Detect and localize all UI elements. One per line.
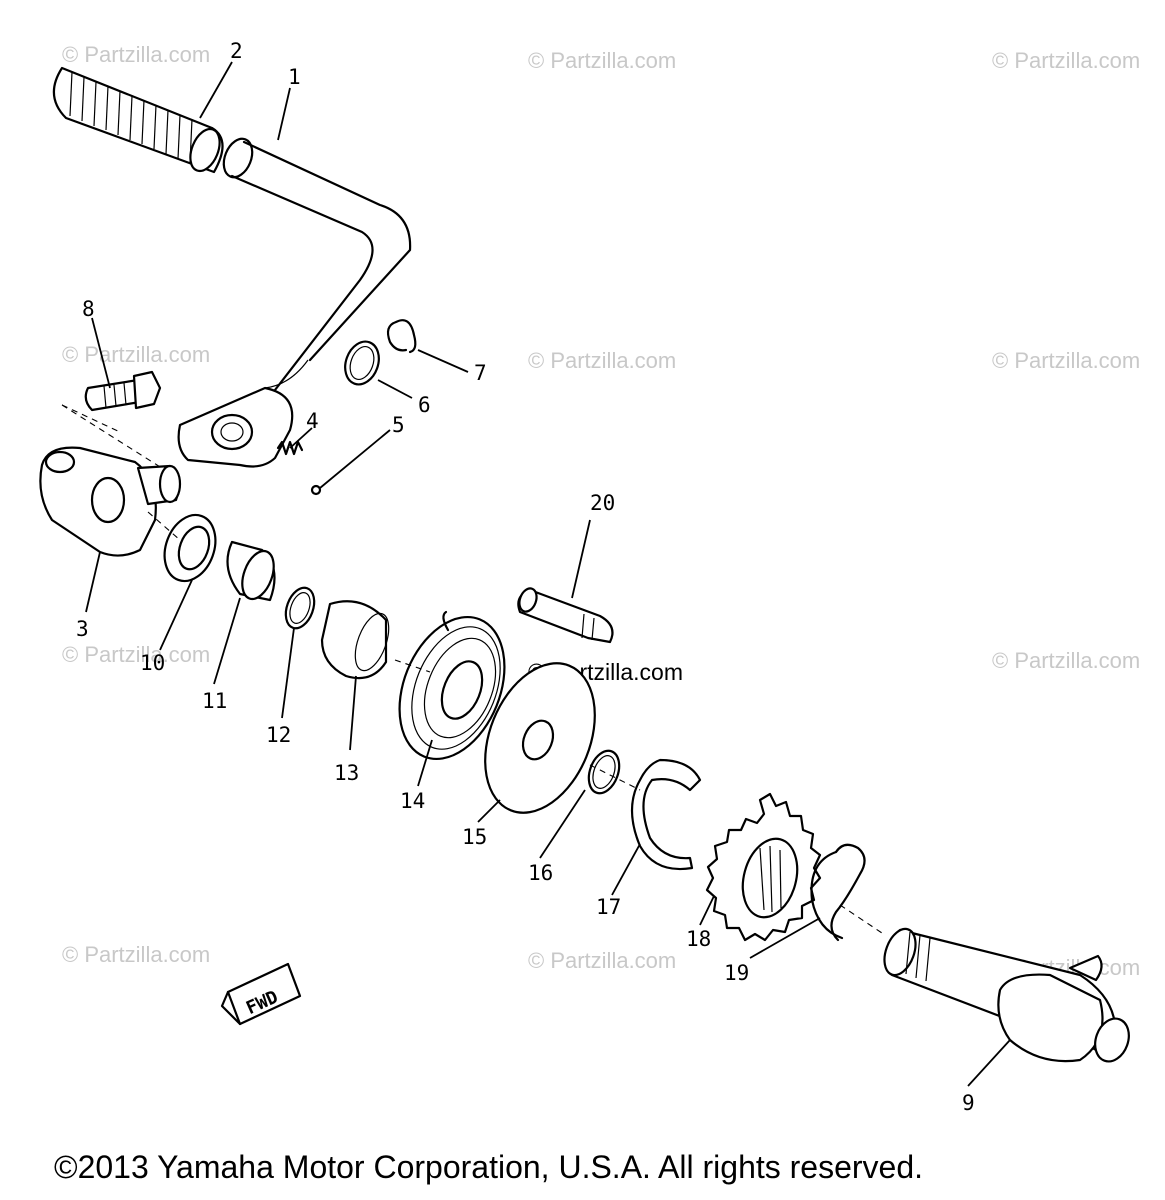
part-8-bolt <box>61 370 166 471</box>
callout-6: 6 <box>418 393 431 417</box>
part-9-kick-axle <box>883 927 1130 1063</box>
callout-9: 9 <box>962 1091 975 1115</box>
callout-10: 10 <box>140 651 165 675</box>
part-7-circlip <box>386 319 417 354</box>
part-1-kick-crank <box>177 137 412 468</box>
part-13-collar <box>320 600 390 680</box>
callout-15: 15 <box>462 825 487 849</box>
fwd-arrow: FWD <box>220 962 302 1026</box>
part-15-washer-plate <box>484 662 596 814</box>
callout-14: 14 <box>400 789 425 813</box>
callout-17: 17 <box>596 895 621 919</box>
part-6-washer <box>344 340 380 386</box>
watermark-7: © Partzilla.com <box>62 642 210 667</box>
watermark-10: © Partzilla.com <box>528 948 676 973</box>
part-5-ball <box>310 484 322 496</box>
part-2-grip <box>52 66 224 174</box>
callout-1: 1 <box>288 65 301 89</box>
callouts: 2 1 8 7 6 4 5 3 10 11 12 13 14 15 16 17 … <box>76 39 975 1115</box>
part-14-torsion-spring <box>398 610 506 761</box>
callout-4: 4 <box>306 409 319 433</box>
callout-7: 7 <box>474 361 487 385</box>
part-11-bushing <box>226 540 276 602</box>
part-12-circlip <box>284 586 316 630</box>
callout-18: 18 <box>686 927 711 951</box>
callout-5: 5 <box>392 413 405 437</box>
callout-16: 16 <box>528 861 553 885</box>
part-4-spring <box>276 440 304 456</box>
watermark-8: © Partzilla.com <box>992 648 1140 673</box>
part-3-boss <box>39 446 182 557</box>
leader-lines <box>85 61 1011 1087</box>
callout-19: 19 <box>724 961 749 985</box>
callout-20: 20 <box>590 491 615 515</box>
callout-2: 2 <box>230 39 243 63</box>
part-10-oil-seal <box>163 513 217 583</box>
watermarks: © Partzilla.com © Partzilla.com © Partzi… <box>62 42 1140 980</box>
callout-11: 11 <box>202 689 227 713</box>
copyright-footer: ©2013 Yamaha Motor Corporation, U.S.A. A… <box>54 1149 923 1185</box>
part-18-gear <box>705 792 822 942</box>
part-19-spring-clip <box>810 843 866 942</box>
watermark-2: © Partzilla.com <box>528 48 676 73</box>
watermark-6: © Partzilla.com <box>992 348 1140 373</box>
watermark-5: © Partzilla.com <box>528 348 676 373</box>
watermark-1: © Partzilla.com <box>62 42 210 67</box>
callout-12: 12 <box>266 723 291 747</box>
watermark-4: © Partzilla.com <box>62 342 210 367</box>
callout-13: 13 <box>334 761 359 785</box>
callout-8: 8 <box>82 297 95 321</box>
part-20-pin <box>517 587 614 644</box>
watermark-3: © Partzilla.com <box>992 48 1140 73</box>
part-17-clip <box>630 758 702 871</box>
callout-3: 3 <box>76 617 89 641</box>
part-16-circlip <box>587 749 621 795</box>
watermark-9: © Partzilla.com <box>62 942 210 967</box>
